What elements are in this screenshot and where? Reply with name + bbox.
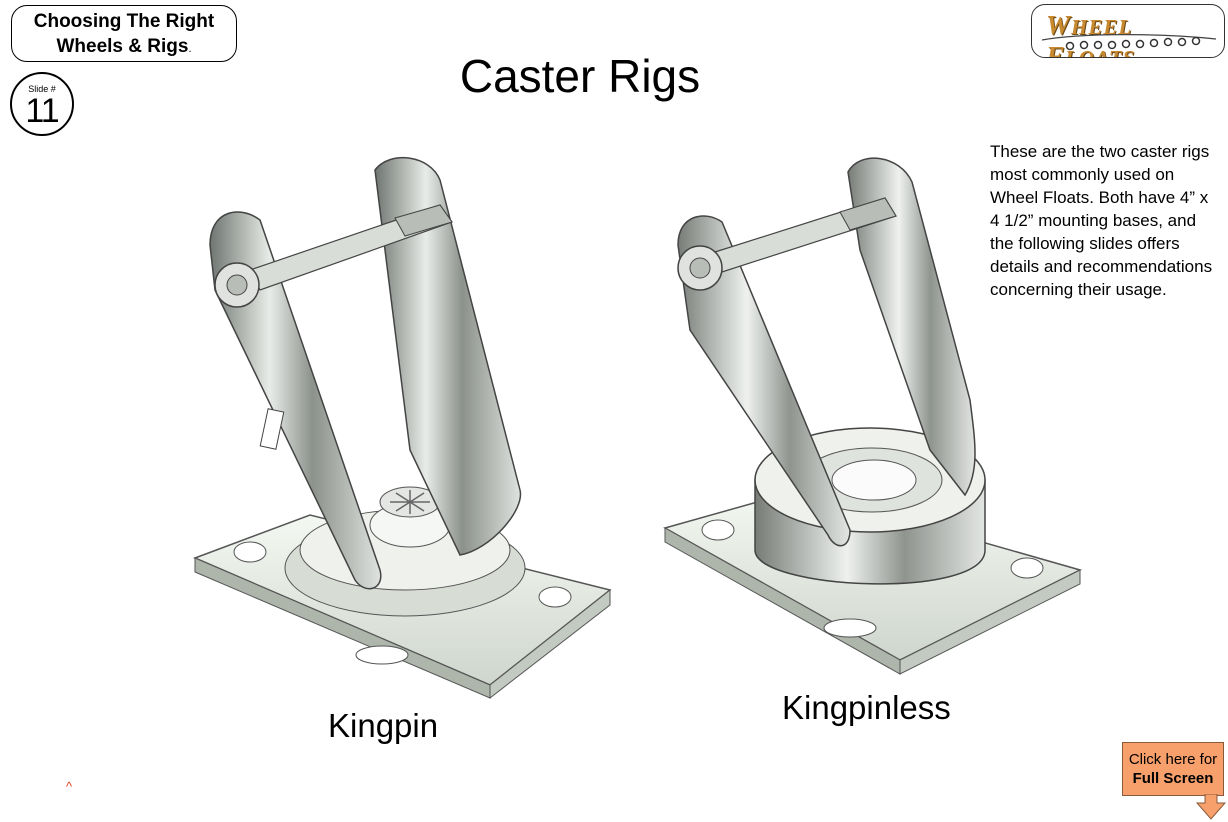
full-screen-button[interactable]: Click here for Full Screen (1122, 742, 1224, 796)
topic-box: Choosing The Right Wheels & Rigs. (11, 5, 237, 62)
full-screen-line-2: Full Screen (1132, 770, 1214, 787)
slide-number-badge: Slide # 11 (10, 72, 74, 136)
page-title: Caster Rigs (459, 50, 701, 102)
topic-line-2-text: Wheels & Rigs (56, 36, 189, 57)
down-arrow-icon[interactable] (1196, 794, 1226, 820)
topic-line-1: Choosing The Right (33, 11, 215, 32)
topic-line-2: Wheels & Rigs. (12, 34, 236, 62)
kingpinless-label: Kingpinless (782, 689, 951, 726)
kingpin-label: Kingpin (328, 707, 439, 744)
caret-marker: ^ (66, 779, 73, 794)
kingpin-rig-image (192, 156, 612, 700)
topic-suffix: . (188, 43, 192, 55)
description-text: These are the two caster rigs most commo… (990, 142, 1213, 299)
full-screen-line-1: Click here for (1128, 751, 1218, 768)
logo-wheels-icon (1041, 34, 1217, 51)
kingpinless-rig-image (663, 157, 1083, 675)
wheel-floats-logo: WHEELFLOATS (1031, 4, 1225, 58)
slide-number: 11 (25, 92, 59, 130)
slide-number-label: Slide # (28, 84, 56, 94)
